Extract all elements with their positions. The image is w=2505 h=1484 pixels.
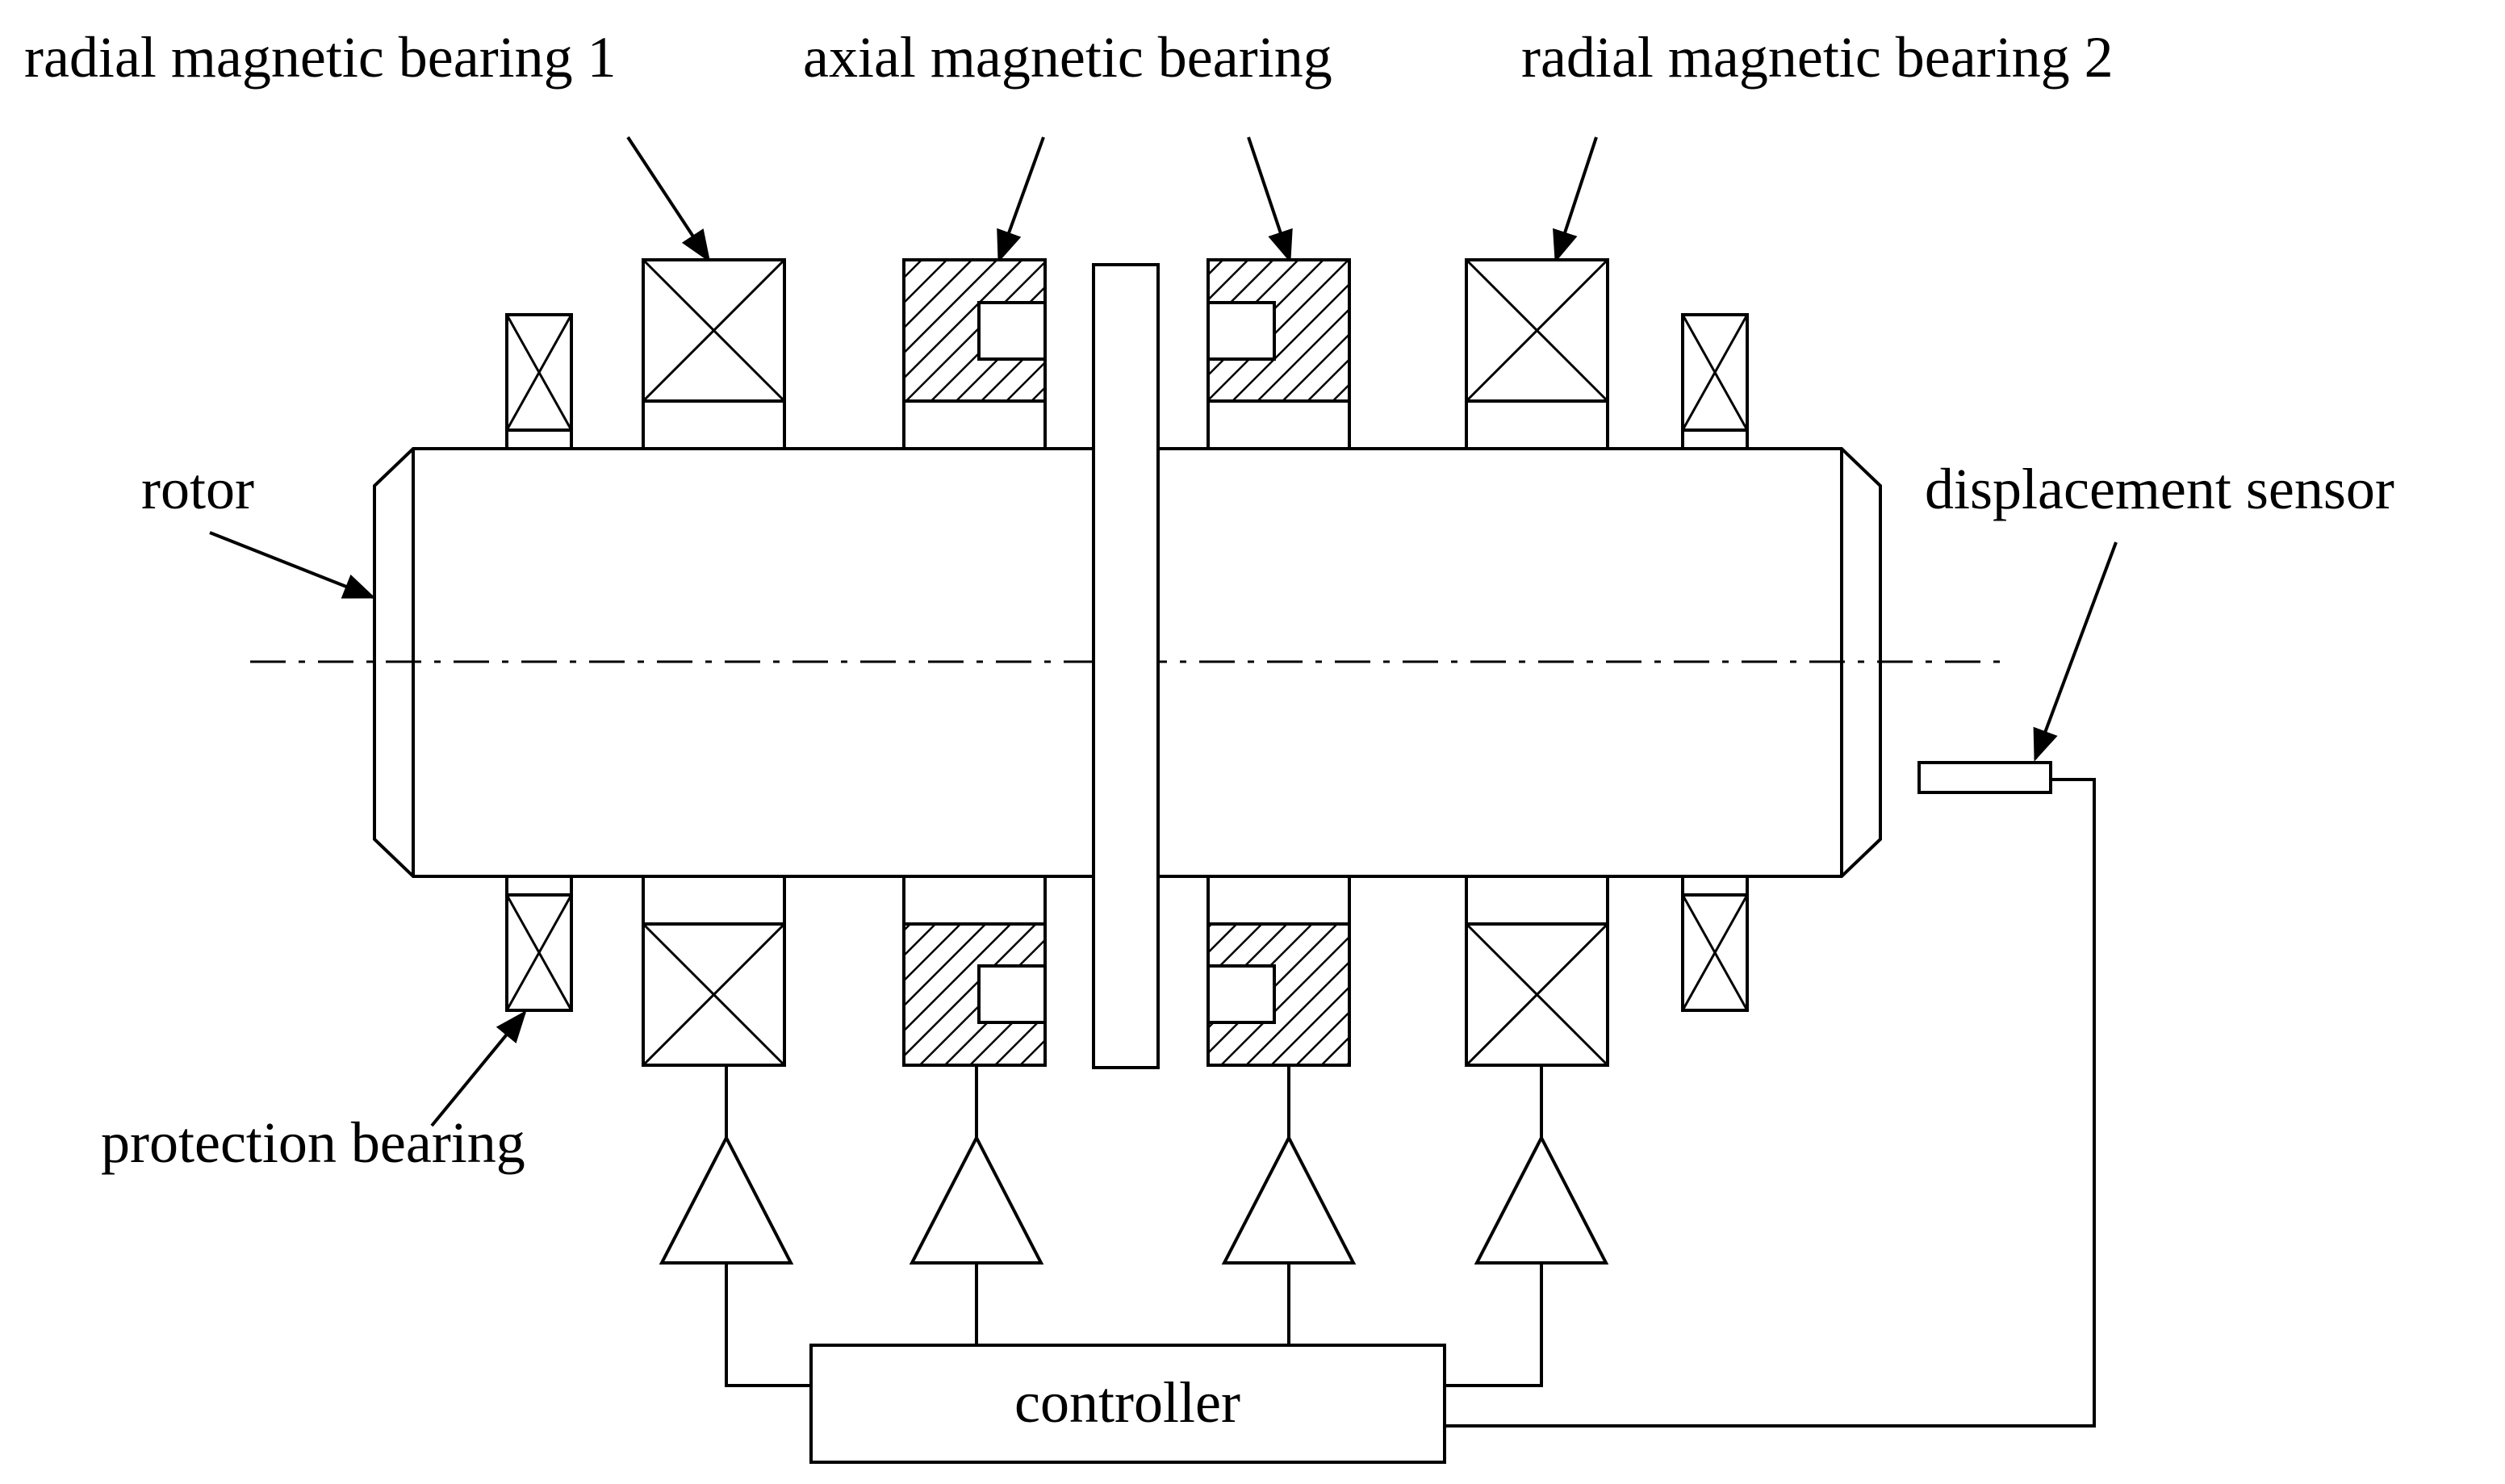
protection-bearing-bottom-left bbox=[505, 875, 573, 1012]
protection-bearing-bottom-right bbox=[1681, 875, 1749, 1012]
axial-bearing-bottom-right bbox=[1206, 875, 1351, 1067]
radial-bearing-2-top bbox=[1465, 258, 1609, 450]
radial-bearing-2-bottom bbox=[1465, 875, 1609, 1067]
axial-bearing-bottom-left bbox=[902, 875, 1047, 1067]
label-protection-bearing: protection bearing bbox=[101, 1110, 525, 1175]
label-radial-bearing-2: radial magnetic bearing 2 bbox=[1521, 25, 2114, 90]
controller-box bbox=[809, 1344, 1446, 1464]
arrow-radial-bearing-1 bbox=[626, 136, 711, 263]
pointer-arrows bbox=[209, 136, 2118, 1127]
controller-wiring bbox=[725, 778, 2096, 1428]
arrow-axial-bearing-left bbox=[997, 136, 1045, 263]
amplifier-1 bbox=[659, 1065, 794, 1265]
arrow-radial-bearing-2 bbox=[1553, 136, 1598, 263]
label-radial-bearing-1: radial magnetic bearing 1 bbox=[24, 25, 617, 90]
protection-bearing-top-right bbox=[1681, 313, 1749, 450]
arrow-protection-bearing bbox=[430, 1010, 527, 1127]
axial-bearing-top-left bbox=[902, 258, 1047, 450]
thrust-disc bbox=[1092, 263, 1160, 1069]
label-axial-bearing: axial magnetic bearing bbox=[803, 25, 1332, 90]
label-controller: controller bbox=[1014, 1370, 1240, 1435]
amplifier-4 bbox=[1474, 1065, 1609, 1265]
axial-bearing-top-right bbox=[1206, 258, 1351, 450]
protection-bearing-top-left bbox=[505, 313, 573, 450]
amplifier-2 bbox=[909, 1065, 1044, 1265]
label-displacement-sensor: displacement sensor bbox=[1925, 457, 2394, 521]
radial-bearing-1-bottom bbox=[642, 875, 786, 1067]
amplifier-3 bbox=[1221, 1065, 1357, 1265]
displacement-sensor bbox=[1917, 761, 2052, 794]
arrow-rotor bbox=[209, 531, 376, 599]
arrow-displacement-sensor bbox=[2033, 541, 2118, 762]
arrow-axial-bearing-right bbox=[1247, 136, 1293, 263]
label-rotor: rotor bbox=[141, 457, 254, 521]
radial-bearing-1-top bbox=[642, 258, 786, 450]
